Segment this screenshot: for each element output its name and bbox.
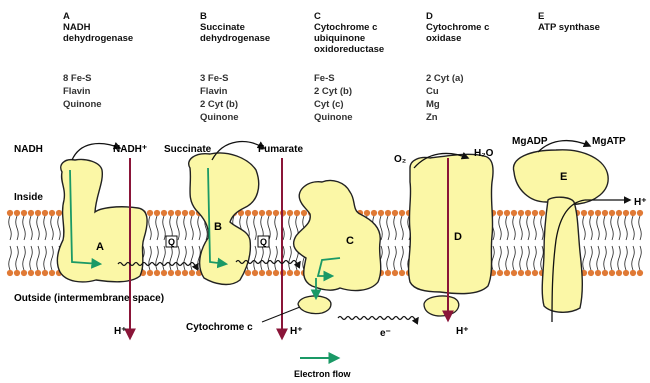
complex-d-letter-in-diagram: D — [454, 231, 462, 243]
nadh-plus-label: NADH⁺ — [113, 144, 147, 155]
complex-e-letter-in-diagram: E — [560, 171, 567, 183]
h-plus-b-label: H⁺ — [290, 326, 303, 337]
complex-a-letter-in-diagram: A — [96, 241, 104, 253]
complex-d-lower-shape — [424, 296, 459, 316]
mgadp-label: MgADP — [512, 136, 548, 147]
complex-b-shape — [189, 153, 259, 285]
cytochrome-c-shape — [298, 296, 331, 314]
complex-c-shape — [294, 180, 381, 290]
mgatp-label: MgATP — [592, 136, 626, 147]
fumarate-label: Fumarate — [258, 144, 303, 155]
quinone-a-label: Q — [168, 237, 175, 247]
succinate-label: Succinate — [164, 144, 212, 155]
h-plus-d-label: H⁺ — [456, 326, 469, 337]
quinone-b-label: Q — [260, 237, 267, 247]
complex-b-letter-in-diagram: B — [214, 221, 222, 233]
electron-label: e⁻ — [380, 328, 391, 339]
nadh-label: NADH — [14, 144, 43, 155]
h2o-label: H₂O — [474, 148, 494, 159]
complex-e-stalk-shape — [542, 197, 582, 312]
electron-flow-legend-label: Electron flow — [294, 369, 352, 379]
complex-d-shape — [409, 154, 493, 293]
complex-c-letter-in-diagram: C — [346, 235, 354, 247]
h-plus-a-label: H⁺ — [114, 326, 127, 337]
outside-label: Outside (intermembrane space) — [14, 293, 164, 304]
cytochrome-c-label: Cytochrome c — [186, 322, 253, 333]
inside-label: Inside — [14, 192, 43, 203]
o2-label: O₂ — [394, 154, 406, 165]
h-plus-e-label: H⁺ — [634, 197, 647, 208]
